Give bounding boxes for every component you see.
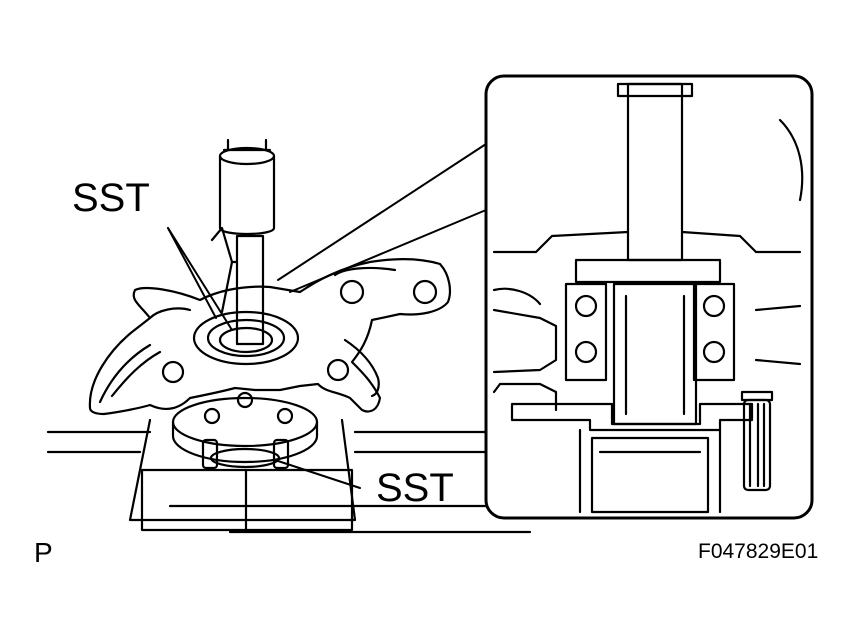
bench-lines: [46, 430, 532, 534]
callout-lines: [277, 143, 487, 293]
figure-code: F047829E01: [698, 540, 819, 563]
press-ram: [210, 138, 276, 346]
leader-lines: [167, 227, 361, 489]
hub-flange: [171, 391, 319, 470]
detail-view: [484, 74, 814, 520]
steering-knuckle: [88, 258, 451, 416]
sst-label-top: SST: [72, 176, 150, 220]
sst-label-bottom: SST: [376, 466, 454, 510]
press-support-blocks: [128, 418, 357, 532]
corner-mark: P: [34, 537, 53, 568]
bearing-bore: [192, 310, 300, 366]
